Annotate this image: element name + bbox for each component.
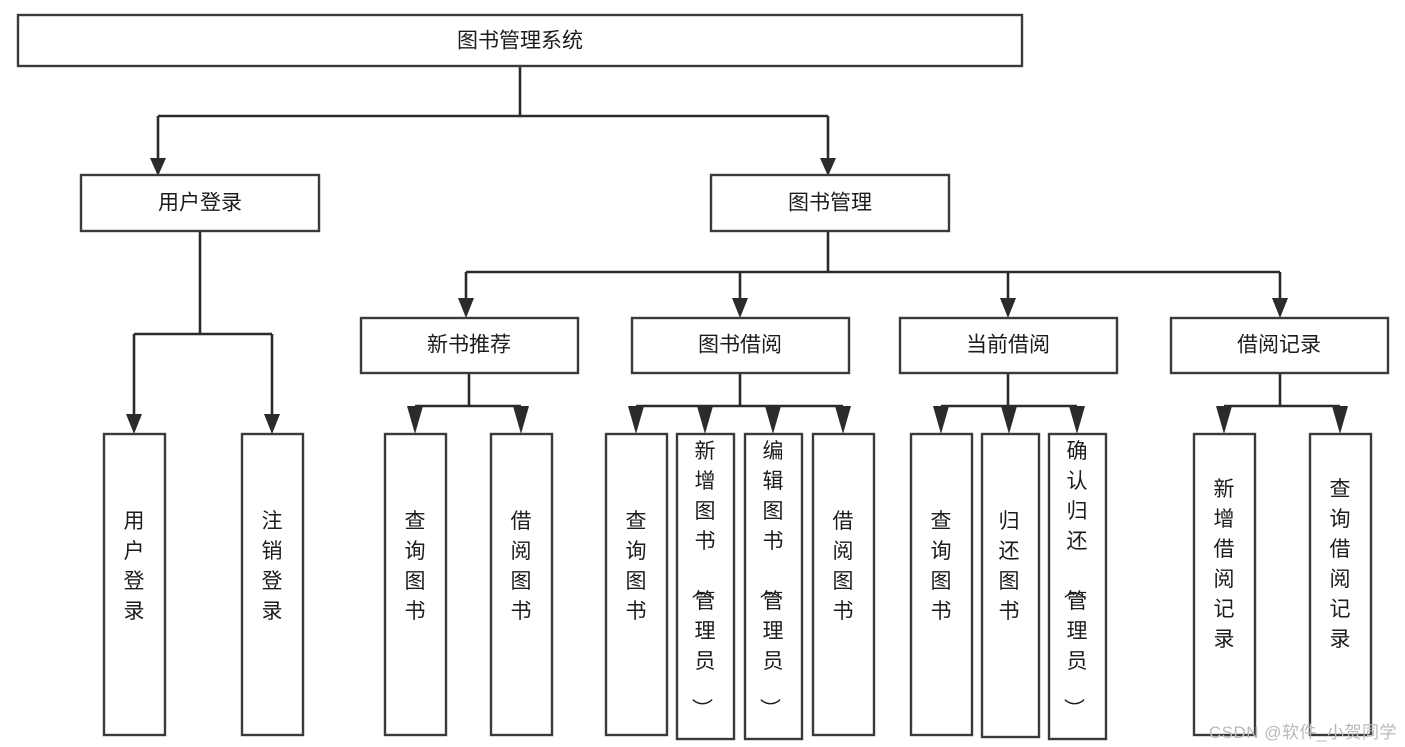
node-leaf-borrow-book-2[interactable]: 借阅图书 (811, 432, 876, 737)
node-leaf-confirm-return[interactable]: 确认归还（管理员） (1047, 432, 1108, 741)
node-leaf-query-book-3[interactable]: 查询图书 (909, 432, 974, 737)
arrow-head-current-borrow (1000, 298, 1016, 318)
node-user-login-box[interactable] (79, 173, 321, 233)
node-leaf-borrow-book-1[interactable]: 借阅图书 (489, 432, 554, 737)
node-leaf-query-book-1-box[interactable] (383, 432, 448, 737)
watermark-text: CSDN @软件_小贺同学 (1208, 723, 1397, 742)
node-leaf-query-book-1-label: 查询图书 (405, 510, 426, 623)
node-user-login-label: 用户登录 (158, 192, 242, 215)
node-leaf-logout[interactable]: 注销登录 (240, 432, 305, 737)
node-book-management[interactable]: 图书管理 (709, 173, 951, 233)
node-leaf-confirm-return-label: 确认归还（管理员） (1062, 440, 1088, 719)
node-book-borrow-label: 图书借阅 (698, 334, 782, 357)
node-root-label: 图书管理系统 (457, 30, 583, 53)
node-current-borrow-box[interactable] (898, 316, 1119, 375)
node-book-management-box[interactable] (709, 173, 951, 233)
node-borrow-record-box[interactable] (1169, 316, 1390, 375)
node-root-box[interactable] (16, 13, 1024, 68)
arrow-head-new-book-recommend (458, 298, 474, 318)
node-current-borrow[interactable]: 当前借阅 (898, 316, 1119, 375)
node-leaf-query-record-label: 查询借阅记录 (1330, 478, 1351, 651)
node-leaf-logout-label: 注销登录 (262, 510, 283, 623)
arrow-head-leaf-query-book-2 (628, 406, 644, 434)
node-book-borrow-box[interactable] (630, 316, 851, 375)
node-root[interactable]: 图书管理系统 (16, 13, 1024, 68)
node-borrow-record-label: 借阅记录 (1237, 334, 1321, 357)
connectors-group (126, 66, 1348, 434)
node-leaf-borrow-book-2-box[interactable] (811, 432, 876, 737)
node-user-login[interactable]: 用户登录 (79, 173, 321, 233)
node-leaf-confirm-return-box[interactable] (1047, 432, 1108, 741)
arrow-head-leaf-query-book-3 (933, 406, 949, 434)
node-leaf-return-book-label: 归还图书 (999, 510, 1020, 623)
arrow-head-borrow-record (1272, 298, 1288, 318)
node-leaf-user-login-box[interactable] (102, 432, 167, 737)
node-new-book-recommend-label: 新书推荐 (427, 334, 511, 357)
node-leaf-add-book-box[interactable] (675, 432, 736, 741)
node-leaf-query-book-2-label: 查询图书 (626, 510, 647, 623)
node-leaf-logout-box[interactable] (240, 432, 305, 737)
node-book-borrow[interactable]: 图书借阅 (630, 316, 851, 375)
arrow-head-leaf-add-book (697, 406, 713, 434)
arrow-head-leaf-return-book (1001, 406, 1017, 434)
node-leaf-query-record[interactable]: 查询借阅记录 (1308, 432, 1373, 737)
node-leaf-query-record-box[interactable] (1308, 432, 1373, 737)
node-leaf-query-book-3-label: 查询图书 (931, 510, 952, 623)
node-book-management-label: 图书管理 (788, 192, 872, 215)
node-borrow-record[interactable]: 借阅记录 (1169, 316, 1390, 375)
node-leaf-add-record-label: 新增借阅记录 (1214, 478, 1235, 651)
node-leaf-edit-book[interactable]: 编辑图书（管理员） (743, 432, 804, 741)
arrow-head-user-login (150, 158, 166, 176)
arrow-head-leaf-query-record (1332, 406, 1348, 434)
node-current-borrow-label: 当前借阅 (966, 334, 1050, 357)
arrow-head-book-borrow (732, 298, 748, 318)
arrow-head-book-management (820, 158, 836, 176)
node-leaf-borrow-book-1-label: 借阅图书 (511, 510, 532, 623)
arrow-head-leaf-confirm-return (1069, 406, 1085, 434)
node-leaf-add-book-label: 新增图书（管理员） (690, 440, 716, 719)
node-leaf-borrow-book-2-label: 借阅图书 (833, 510, 854, 623)
arrow-head-leaf-add-record (1216, 406, 1232, 434)
node-new-book-recommend-box[interactable] (359, 316, 580, 375)
node-leaf-return-book[interactable]: 归还图书 (980, 432, 1041, 739)
node-new-book-recommend[interactable]: 新书推荐 (359, 316, 580, 375)
node-leaf-edit-book-label: 编辑图书（管理员） (758, 440, 784, 719)
node-leaf-add-book[interactable]: 新增图书（管理员） (675, 432, 736, 741)
arrow-head-leaf-query-book-1 (407, 406, 423, 434)
arrow-head-leaf-borrow-book-2 (835, 406, 851, 434)
node-leaf-query-book-2-box[interactable] (604, 432, 669, 737)
node-leaf-add-record-box[interactable] (1192, 432, 1257, 737)
node-leaf-user-login-label: 用户登录 (124, 510, 145, 623)
node-leaf-borrow-book-1-box[interactable] (489, 432, 554, 737)
arrow-head-leaf-user-login (126, 414, 142, 434)
node-leaf-query-book-3-box[interactable] (909, 432, 974, 737)
node-leaf-query-book-1[interactable]: 查询图书 (383, 432, 448, 737)
node-leaf-add-record[interactable]: 新增借阅记录 (1192, 432, 1257, 737)
arrow-head-leaf-edit-book (765, 406, 781, 434)
node-leaf-query-book-2[interactable]: 查询图书 (604, 432, 669, 737)
node-leaf-user-login[interactable]: 用户登录 (102, 432, 167, 737)
node-leaf-edit-book-box[interactable] (743, 432, 804, 741)
arrow-head-leaf-borrow-book-1 (513, 406, 529, 434)
arrow-head-leaf-logout (264, 414, 280, 434)
node-leaf-return-book-box[interactable] (980, 432, 1041, 739)
